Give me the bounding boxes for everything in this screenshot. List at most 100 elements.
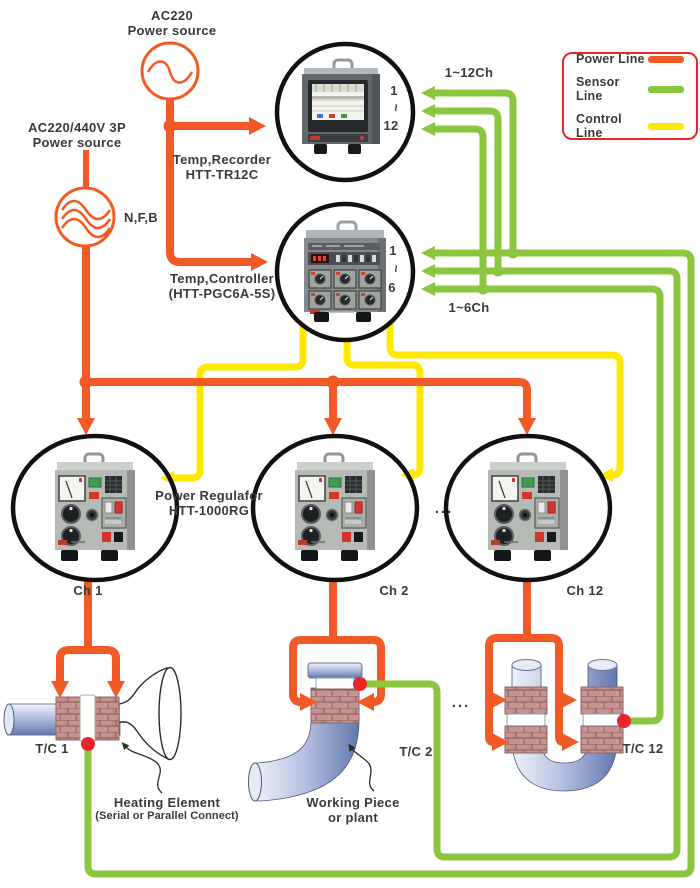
legend-control-label: Control Line [576,112,622,140]
working-piece-assembly [248,662,363,802]
elbow-pipe-cap [248,762,262,802]
power-regulator-label: Power Regulafor HTT-1000RG [155,488,263,519]
temp-controller-label: Temp,Controller (HTT-PGC6A-5S) [169,271,276,302]
power-line-ch12-right [527,634,579,751]
heater-brick [55,696,82,741]
u-pipe-cap [511,659,542,671]
sensor-line-swatch [648,85,684,93]
sensor-branch-recorder-2 [421,104,502,271]
wave-icon [60,199,112,221]
recorder-channel-range: 1~12Ch [444,65,494,80]
heater-brick [93,696,120,741]
legend-sensor-label: Sensor Line [576,75,620,103]
sensor-lines [84,86,695,878]
controller-ch-last: 6 [388,280,396,295]
channel-label-ch1: Ch 1 [73,583,103,598]
tc2-dot [353,677,367,691]
annotation-arrows [121,742,375,794]
legend-item-sensor: Sensor Line [576,75,684,103]
flange-collar [315,677,355,690]
controller-meter-modules [308,269,382,310]
ac3p-source-label: AC220/440V 3P Power source [28,120,126,151]
pipe-left-cap [3,703,15,736]
ac220-line2: Power source [127,23,217,39]
sensor-junction-dots [477,247,519,295]
heater-element-gap [582,713,622,727]
sensor-line-tc2 [363,264,681,861]
heater-brick [580,725,624,754]
tc1-dot [81,737,95,751]
power-line-bus [86,378,536,435]
channel-label-ch12: Ch 12 [566,583,604,598]
power-lines [51,98,579,751]
controller-channel-range: 1~6Ch [448,300,490,315]
tc12-dot [617,714,631,728]
control-line-ch1 [160,325,307,485]
regulator-ch2-circle [250,433,420,583]
control-line-swatch [648,122,684,130]
power-junction-dots [79,119,340,389]
legend-item-power: Power Line [576,52,684,66]
horn-bell [158,666,182,761]
heating-element-line1: Heating Element [113,795,221,810]
wave-icon [60,208,112,230]
tc1-label: T/C 1 [35,741,69,756]
ac3p-line2: Power source [32,135,122,151]
u-pipe-assembly [504,659,624,792]
controller-model: (HTT-PGC6A-5S) [168,286,276,302]
heater-brick [580,686,624,715]
recorder-ch-first: 1 [390,83,398,98]
sensor-branch-recorder-1 [421,86,517,253]
heating-element-line2: (Serial or Parallel Connect) [95,810,239,823]
heating-element-pointer [121,742,163,794]
sine-wave-icon [146,60,194,84]
flange-top [307,662,363,679]
tc2-label: T/C 2 [399,744,433,759]
ac3p-line1: AC220/440V 3P [28,120,126,135]
power-line-ch1-right [88,646,125,698]
control-lines [160,322,624,485]
sensor-line-tc1 [84,246,695,878]
regulator-ch1-circle [10,433,180,583]
recorder-ch-tilde: ~ [389,100,404,115]
temp-recorder-label: Temp,Recorder HTT-TR12C [173,152,271,183]
power-regulator-device-ch1 [53,452,137,563]
power-regulator-device-ch12 [486,452,570,563]
controller-ch-first: 1 [389,243,397,258]
regulator-name: Power Regulafor [155,488,263,503]
recorder-name: Temp,Recorder [172,152,272,167]
nfb-breaker-symbol [54,186,116,248]
power-line-ch12-left [485,634,527,751]
channel-label-ch2: Ch 2 [379,583,409,598]
sensor-line-tc12 [421,282,664,725]
heater-element-gap [506,713,546,727]
thermocouple-dots [81,677,631,751]
temp-recorder-device [302,58,380,154]
ellipsis-regulators: ... [434,500,454,517]
power-line-ch2-right [333,636,385,711]
heater-brick [310,688,360,724]
working-piece-pointer [348,743,375,792]
tc12-label: T/C 12 [622,741,664,756]
recorder-ch-last: 12 [383,118,399,133]
control-line-ch12 [386,322,624,482]
u-pipe-cap [587,659,618,671]
controller-ch-tilde: ~ [389,261,404,276]
temp-recorder-circle [274,41,416,183]
heating-element-label: Heating Element (Serial or Parallel Conn… [95,795,238,823]
working-piece-line2: or plant [327,810,379,826]
sensor-branch-recorder-3 [421,122,487,289]
power-regulator-device-ch2 [293,452,377,563]
legend-item-control: Control Line [576,112,684,140]
heater-element-gap [79,694,96,742]
ac220-line1: AC220 [151,8,193,23]
heater-brick [504,725,548,754]
regulator-ch12-circle [443,433,613,583]
working-piece-label: Working Piece or plant [306,795,399,826]
temp-controller-device [304,220,386,322]
ac220-source-label: AC220 Power source [128,8,217,39]
nfb-label: N,F,B [124,210,158,225]
legend: Power Line Sensor Line Control Line [562,52,698,140]
